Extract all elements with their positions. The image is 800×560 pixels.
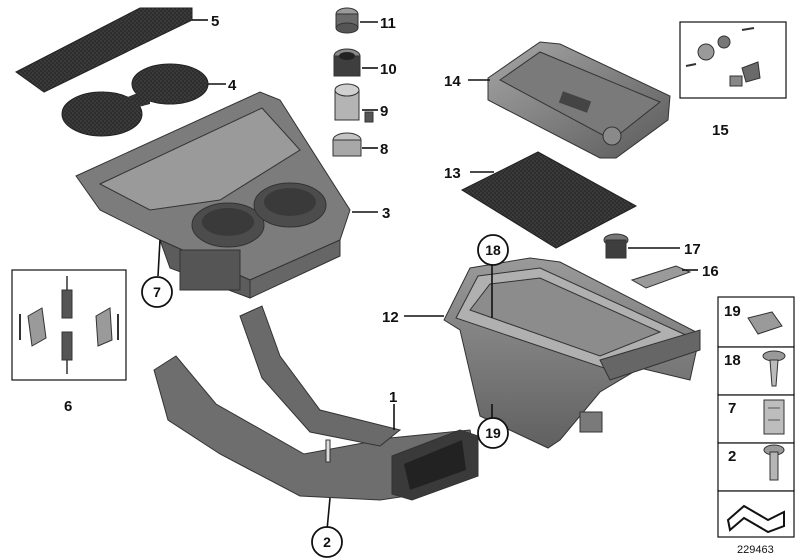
legend-label-7: 7 xyxy=(728,400,736,417)
callout-10: 10 xyxy=(380,61,397,78)
cup-holder-part-3 xyxy=(75,91,351,299)
circled-callout-18-ring xyxy=(477,234,509,266)
callout-5: 5 xyxy=(211,13,219,30)
circled-callout-2-ring xyxy=(311,526,343,558)
callout-6: 6 xyxy=(64,398,72,415)
cap-part-11 xyxy=(335,7,359,34)
hinge-box-part-6 xyxy=(11,269,127,381)
legend-label-19: 19 xyxy=(724,303,741,320)
legend-column xyxy=(717,296,795,538)
clip-part-16 xyxy=(630,265,692,289)
legend-numbers: 19 18 7 2 xyxy=(724,303,741,465)
circled-callout-7-ring xyxy=(141,276,173,308)
circled-callout-19-ring xyxy=(477,417,509,449)
storage-box-part-12 xyxy=(443,257,701,449)
air-duct-part-1 xyxy=(153,305,479,501)
callout-16: 16 xyxy=(702,263,719,280)
spring-clip-icon xyxy=(763,399,785,435)
circled-callout-2: 2 xyxy=(323,534,331,550)
callout-15: 15 xyxy=(712,122,729,139)
mat-part-5 xyxy=(15,7,193,93)
callout-9: 9 xyxy=(380,103,388,120)
leader-lines xyxy=(157,19,698,531)
callout-3: 3 xyxy=(382,205,390,222)
callouts: 5 4 11 10 9 8 3 14 15 13 17 16 12 1 6 xyxy=(64,13,729,415)
callout-8: 8 xyxy=(380,141,388,158)
nut-clip-icon xyxy=(747,311,783,335)
cup-mat-part-4 xyxy=(61,63,209,137)
callout-14: 14 xyxy=(444,73,461,90)
legend-label-2: 2 xyxy=(728,448,736,465)
circled-callout-7: 7 xyxy=(153,284,161,300)
bolt-icon xyxy=(763,444,785,481)
callout-13: 13 xyxy=(444,165,461,182)
circled-callout-19: 19 xyxy=(485,425,501,441)
holder-part-9 xyxy=(334,83,374,123)
ring-part-8 xyxy=(332,132,362,157)
screw-icon xyxy=(762,350,786,387)
grommet-part-17 xyxy=(603,233,629,259)
storage-tray-part-14 xyxy=(487,41,671,159)
reference-number: 229463 xyxy=(737,544,774,556)
mat-part-13 xyxy=(460,151,638,249)
circled-callouts: 7 18 19 2 xyxy=(141,234,509,558)
socket-part-10 xyxy=(333,48,361,77)
callout-12: 12 xyxy=(382,309,399,326)
legend-label-18: 18 xyxy=(724,352,741,369)
circled-callout-18: 18 xyxy=(485,242,501,258)
package-arrow-icon xyxy=(726,504,785,534)
callout-17: 17 xyxy=(684,241,701,258)
callout-4: 4 xyxy=(228,77,237,94)
fastener-box-part-15 xyxy=(679,21,787,99)
callout-1: 1 xyxy=(389,389,397,406)
callout-11: 11 xyxy=(380,15,396,32)
